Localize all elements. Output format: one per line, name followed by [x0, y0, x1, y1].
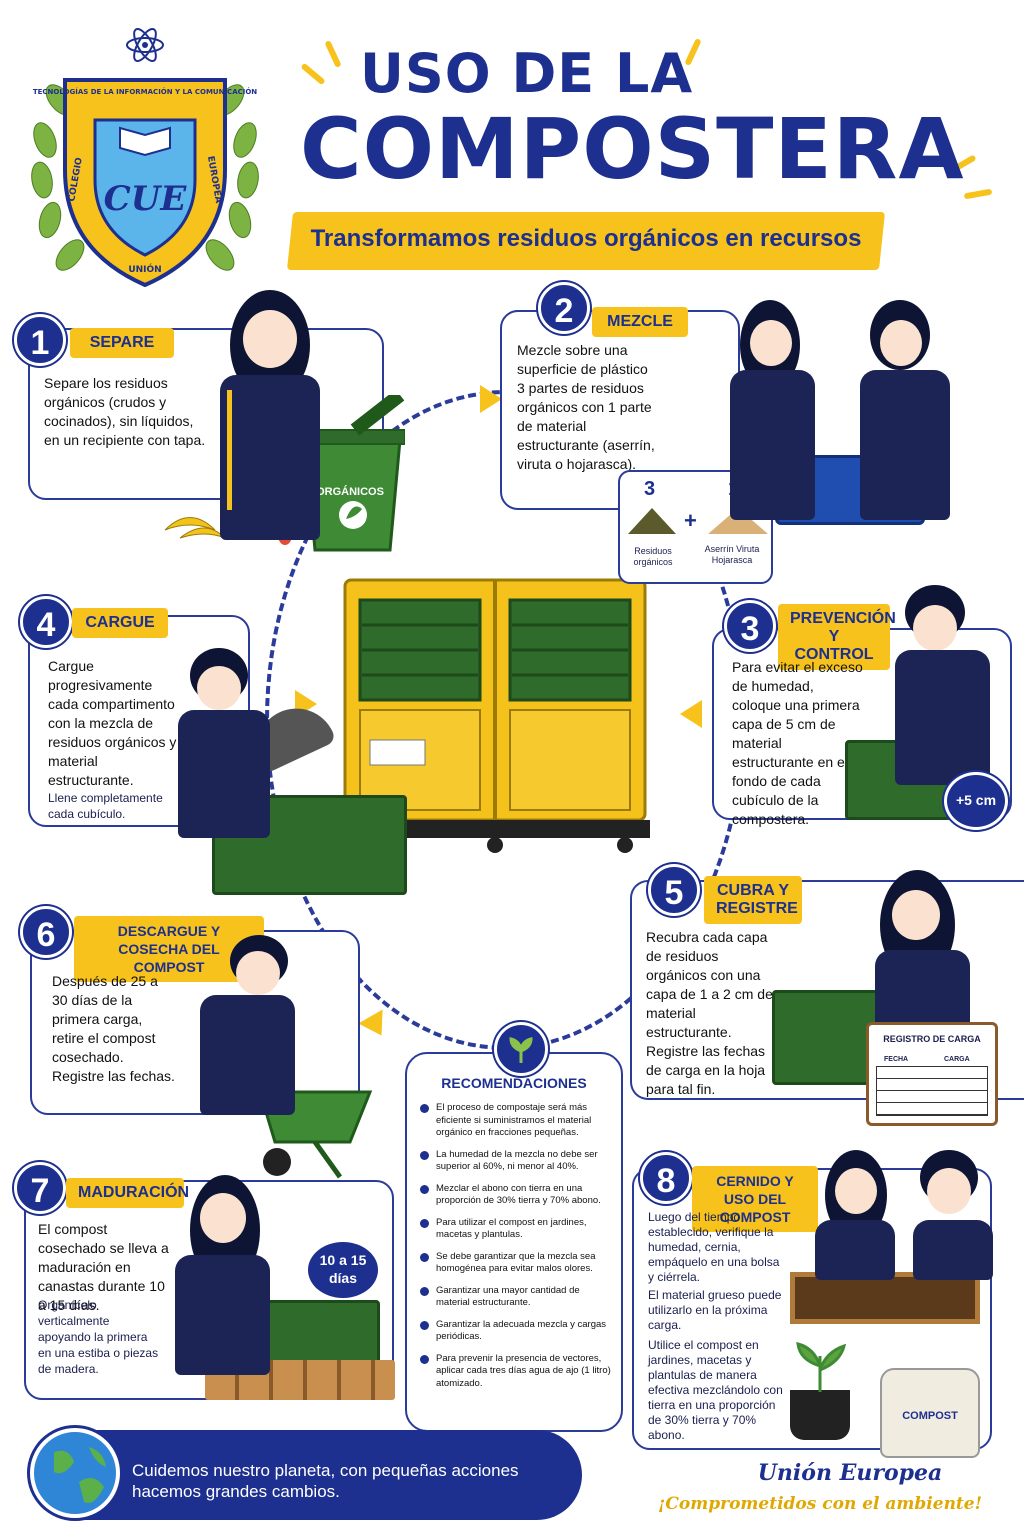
- step-3-text: Para evitar el exceso de humedad, coloqu…: [732, 659, 863, 827]
- step-2-label: MEZCLE: [592, 307, 688, 337]
- arrow-up-icon: [480, 385, 502, 413]
- recommendations-card: [405, 1052, 623, 1432]
- arrow-down-icon: [358, 1009, 394, 1043]
- step-8-label: CERNIDO Y USO DEL COMPOST: [692, 1166, 818, 1232]
- crest-monogram: CUE: [104, 179, 188, 219]
- page-subtitle: Transformamos residuos orgánicos en recu…: [310, 225, 862, 252]
- arrow-right-icon: [680, 700, 702, 728]
- student-girl-figure: [860, 870, 980, 1040]
- step-8-text-2: El material grueso puede utilizarlo en l…: [648, 1288, 782, 1332]
- student-girl-figure: [205, 290, 335, 540]
- recommendation-item: La humedad de la mezcla no debe ser supe…: [418, 1149, 613, 1174]
- step-7-label: MADURACIÓN: [66, 1178, 189, 1208]
- ratio-organic-count: 3: [644, 478, 656, 500]
- ratio-plus: +: [684, 508, 697, 533]
- plant-leaves-icon: [790, 1336, 850, 1392]
- recommendations-list: El proceso de compostaje será más eficie…: [418, 1102, 613, 1399]
- recommendation-item: Mezclar el abono con tierra en una propo…: [418, 1183, 613, 1208]
- compost-bag-label: COMPOST: [902, 1410, 958, 1422]
- maturation-days-label: 10 a 15 días: [319, 1252, 367, 1286]
- maturation-days-badge: [308, 1242, 378, 1298]
- recommendation-item: Para utilizar el compost en jardines, ma…: [418, 1217, 613, 1242]
- step-8-text-3: Utilice el compost en jardines, macetas …: [648, 1338, 783, 1442]
- school-slogan: ¡Comprometidos con el ambiente!: [657, 1494, 983, 1514]
- recommendation-item: Para prevenir la presencia de vectores, …: [418, 1353, 613, 1391]
- spark-decoration: [324, 40, 342, 68]
- recommendations-title: RECOMENDACIONES: [441, 1075, 587, 1091]
- school-crest: CUE TECNOLOGÍAS DE LA INFORMACIÓN Y LA C…: [20, 20, 270, 300]
- step-2-number: 2: [538, 282, 590, 334]
- register-sheet-title: REGISTRO DE CARGA: [883, 1034, 981, 1044]
- organic-pile-icon: [628, 508, 676, 534]
- recommendation-item: Se debe garantizar que la mezcla sea hom…: [418, 1251, 613, 1276]
- register-grid: [876, 1066, 988, 1116]
- student-pair-figure: [730, 300, 980, 520]
- step-8-number: 8: [640, 1152, 692, 1204]
- step-7-text: El compost cosechado se lleva a maduraci…: [38, 1221, 169, 1313]
- page-title-line1: USO DE LA: [360, 42, 694, 105]
- footer-banner: [30, 1430, 582, 1520]
- plant-pot-icon: [790, 1390, 850, 1440]
- globe-icon: [30, 1428, 120, 1518]
- step-6-label: DESCARGUE Y COSECHA DEL COMPOST: [74, 916, 264, 982]
- step-4-label: CARGUE: [72, 608, 168, 638]
- step-3-number: 3: [724, 600, 776, 652]
- five-cm-badge: [944, 772, 1008, 830]
- student-boy-figure: [880, 585, 1000, 785]
- step-1-number: 1: [14, 314, 66, 366]
- student-pair-figure: [815, 1150, 1005, 1280]
- student-boy-figure: [170, 648, 280, 838]
- sieve-tray: [790, 1272, 980, 1324]
- step-6-number: 6: [20, 906, 72, 958]
- leaf-icon: [494, 1022, 548, 1076]
- crest-bottom-text: UNIÓN: [128, 263, 161, 275]
- organic-bin-label: ORGÁNICOS: [316, 486, 384, 498]
- step-1-text: Separe los residuos orgánicos (crudos y …: [44, 375, 206, 448]
- school-brand: Unión Europea: [757, 1460, 943, 1486]
- crest-emblem-icon: CUE TECNOLOGÍAS DE LA INFORMACIÓN Y LA C…: [31, 28, 259, 288]
- spark-decoration: [963, 188, 993, 200]
- recommendation-item: Garantizar una mayor cantidad de materia…: [418, 1285, 613, 1310]
- compost-bag: [880, 1368, 980, 1458]
- register-col-carga: CARGA: [944, 1056, 970, 1063]
- composter-illustration: [340, 570, 650, 855]
- step-5-label: CUBRA Y REGISTRE: [704, 876, 802, 924]
- footer-message: Cuidemos nuestro planeta, con pequeñas a…: [132, 1461, 519, 1501]
- five-cm-badge-label: +5 cm: [955, 792, 997, 808]
- crest-top-text: TECNOLOGÍAS DE LA INFORMACIÓN Y LA COMUN…: [33, 87, 257, 96]
- step-1-label: SEPARE: [70, 328, 174, 358]
- ratio-structurant-caption: Aserrín Viruta Hojarasca: [704, 544, 760, 565]
- step-4-text-2: Llene completamente cada cubículo.: [48, 791, 163, 821]
- spark-decoration: [300, 62, 326, 86]
- ratio-organic-caption: Residuos orgánicos: [633, 546, 673, 567]
- step-8-text: Luego del tiempo establecido, verifique …: [648, 1210, 780, 1284]
- recommendation-item: El proceso de compostaje será más eficie…: [418, 1102, 613, 1140]
- step-4-text: Cargue progresivamente cada compartiment…: [48, 658, 177, 788]
- step-5-number: 5: [648, 864, 700, 916]
- step-5-text: Recubra cada capa de residuos orgánicos …: [646, 929, 773, 1097]
- step-2-text: Mezcle sobre una superficie de plástico …: [517, 342, 655, 472]
- step-6-text: Después de 25 a 30 días de la primera ca…: [52, 973, 175, 1084]
- register-col-fecha: FECHA: [884, 1056, 909, 1063]
- step-7-text-2: Organícelo verticalmente apoyando la pri…: [38, 1298, 159, 1376]
- student-girl-figure: [170, 1175, 280, 1375]
- recommendation-item: Garantizar la adecuada mezcla y cargas p…: [418, 1319, 613, 1344]
- step-4-number: 4: [20, 596, 72, 648]
- page-title-line2: COMPOSTERA: [300, 100, 965, 198]
- step-3-label: PREVENCIÓN Y CONTROL: [778, 604, 896, 670]
- student-boy-figure: [180, 935, 300, 1115]
- step-7-number: 7: [14, 1162, 66, 1214]
